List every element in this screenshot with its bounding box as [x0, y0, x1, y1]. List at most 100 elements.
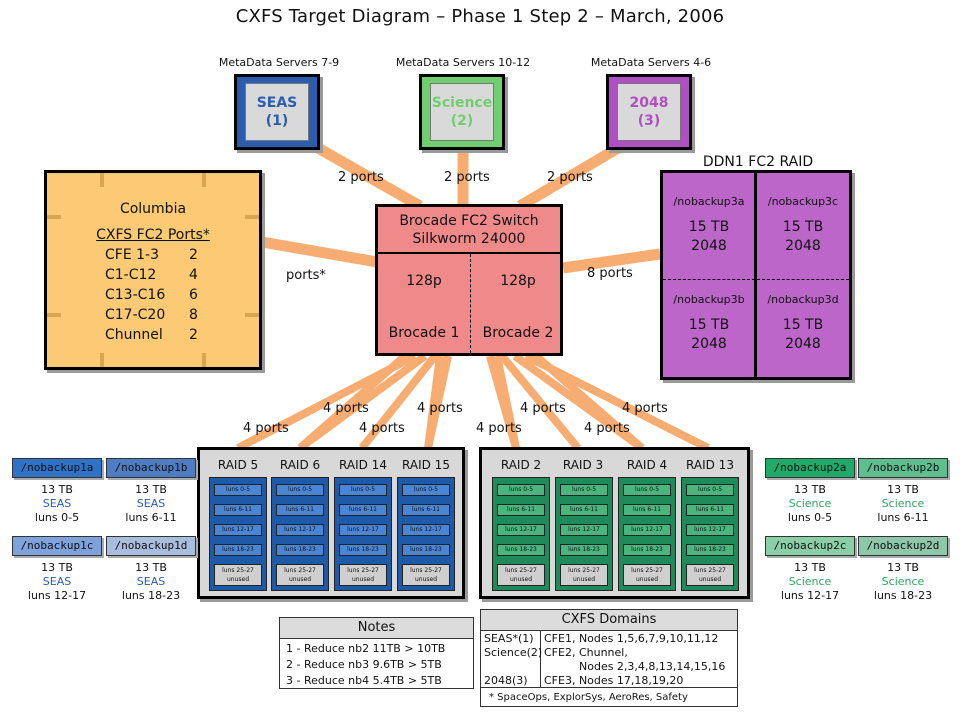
switch-right-name: Brocade 2	[482, 325, 554, 341]
notes-box: Notes 1 - Reduce nb2 11TB > 10TB 2 - Red…	[279, 617, 474, 689]
note-line: 3 - Reduce nb4 5.4TB > 5TB	[286, 674, 442, 687]
lun-cell: luns 6-11	[214, 504, 262, 516]
cxfs-domains-box: CXFS Domains SEAS*(1) CFE1, Nodes 1,5,6,…	[480, 609, 738, 707]
columbia-row-name: C17-C20	[105, 307, 166, 323]
lun-cell: luns 18-23	[276, 544, 324, 556]
nobackup1a-info: 13 TB SEAS luns 0-5	[12, 483, 102, 525]
lun-cell: luns 0-5	[214, 484, 262, 496]
ports-label-seas: 2 ports	[338, 170, 384, 185]
nobackup-domain: Science	[788, 575, 832, 588]
nobackup2b-tag: /nobackup2b	[858, 458, 948, 478]
ddn-cell-domain: 2048	[691, 238, 727, 254]
domain-key: 2048(3)	[484, 674, 528, 687]
nobackup2c-info: 13 TB Science luns 12-17	[765, 561, 855, 603]
columbia-title: Columbia	[119, 201, 187, 217]
columbia-row-name: C13-C16	[105, 287, 166, 303]
nobackup-size: 13 TB	[887, 483, 919, 496]
nobackup-size: 13 TB	[41, 561, 73, 574]
columbia-row-value: 6	[189, 287, 198, 303]
nobackup1a-tag: /nobackup1a	[12, 458, 102, 478]
nobackup2d-tag: /nobackup2d	[858, 536, 948, 556]
nobackup-size: 13 TB	[41, 483, 73, 496]
nobackup-domain: Science	[881, 575, 925, 588]
raid-head: RAID 13	[686, 458, 734, 472]
nobackup-size: 13 TB	[794, 561, 826, 574]
nobackup-luns: luns 18-23	[121, 589, 181, 602]
domain-value: Nodes 2,3,4,8,13,14,15,16	[579, 660, 726, 673]
nobackup1d-info: 13 TB SEAS luns 18-23	[106, 561, 196, 603]
lun-cell: luns 12-17	[623, 524, 671, 536]
ddn-cell-size: 15 TB	[688, 317, 730, 333]
link-switch-raid3	[498, 353, 582, 451]
link-columbia-switch	[261, 236, 378, 268]
columbia-row-value: 2	[189, 327, 198, 343]
domain-key: Science(2)	[484, 646, 543, 659]
note-line: 1 - Reduce nb2 11TB > 10TB	[286, 642, 446, 655]
columbia-box: Columbia CXFS FC2 Ports* CFE 1-3 2 C1-C1…	[44, 170, 262, 370]
lun-unused-range: luns 25-27	[347, 567, 379, 574]
columbia-row-value: 2	[189, 247, 198, 263]
lun-cell: luns 6-11	[623, 504, 671, 516]
lun-cell: luns 6-11	[276, 504, 324, 516]
lun-cell: luns 18-23	[623, 544, 671, 556]
ddn-cell-domain: 2048	[785, 238, 821, 254]
domains-footnote: * SpaceOps, ExplorSys, AeroRes, Safety	[481, 687, 737, 707]
nobackup-luns: luns 0-5	[787, 511, 833, 524]
nobackup-domain: Science	[881, 497, 925, 510]
mds-num-2048: (3)	[637, 113, 661, 129]
lun-cell: luns 18-23	[560, 544, 608, 556]
columbia-row-name: C1-C12	[105, 267, 157, 283]
nobackup2a-info: 13 TB Science luns 0-5	[765, 483, 855, 525]
link-2048-switch	[517, 143, 621, 211]
nobackup1c-info: 13 TB SEAS luns 12-17	[12, 561, 102, 603]
lun-cell: luns 18-23	[686, 544, 734, 556]
lun-cell: luns 12-17	[560, 524, 608, 536]
lun-cell: luns 18-23	[402, 544, 450, 556]
ddn-cell-name: /nobackup3b	[673, 293, 745, 306]
switch-left-name: Brocade 1	[388, 325, 460, 341]
ddn-cell: /nobackup3c 15 TB 2048	[757, 195, 849, 256]
nobackup-domain: Science	[788, 497, 832, 510]
notes-title: Notes	[280, 618, 473, 639]
ports-label-raid-1: 4 ports	[243, 421, 289, 436]
lun-unused-range: luns 25-27	[222, 567, 254, 574]
nobackup-size: 13 TB	[135, 561, 167, 574]
lun-cell: luns 0-5	[686, 484, 734, 496]
nobackup2d-info: 13 TB Science luns 18-23	[858, 561, 948, 603]
lun-cell: luns 6-11	[339, 504, 387, 516]
raid-head: RAID 3	[562, 458, 604, 472]
ports-label-ddn: 8 ports	[587, 266, 633, 281]
lun-cell: luns 6-11	[560, 504, 608, 516]
mds-box-science: Science (2)	[419, 74, 505, 150]
ports-label-raid-7: 4 ports	[520, 401, 566, 416]
nobackup2b-info: 13 TB Science luns 6-11	[858, 483, 948, 525]
mds-box-2048: 2048 (3)	[606, 74, 692, 150]
note-line: 2 - Reduce nb3 9.6TB > 5TB	[286, 658, 442, 671]
lun-unused-label: unused	[414, 576, 438, 583]
ddn-cell-domain: 2048	[785, 336, 821, 352]
domain-value: CFE2, Chunnel,	[544, 646, 628, 659]
lun-cell: luns 12-17	[402, 524, 450, 536]
columbia-row-name: Chunnel	[105, 327, 163, 343]
nobackup2c-tag: /nobackup2c	[765, 536, 855, 556]
switch-title: Brocade FC2 Switch	[399, 213, 539, 229]
nobackup-domain: SEAS	[136, 497, 166, 510]
lun-unused-range: luns 25-27	[568, 567, 600, 574]
nobackup1c-tag: /nobackup1c	[12, 536, 102, 556]
ports-label-raid-3: 4 ports	[476, 421, 522, 436]
lun-cell: luns 12-17	[686, 524, 734, 536]
nobackup-luns: luns 0-5	[34, 511, 80, 524]
link-ddn-switch	[562, 248, 661, 274]
raid-head: RAID 4	[626, 458, 668, 472]
